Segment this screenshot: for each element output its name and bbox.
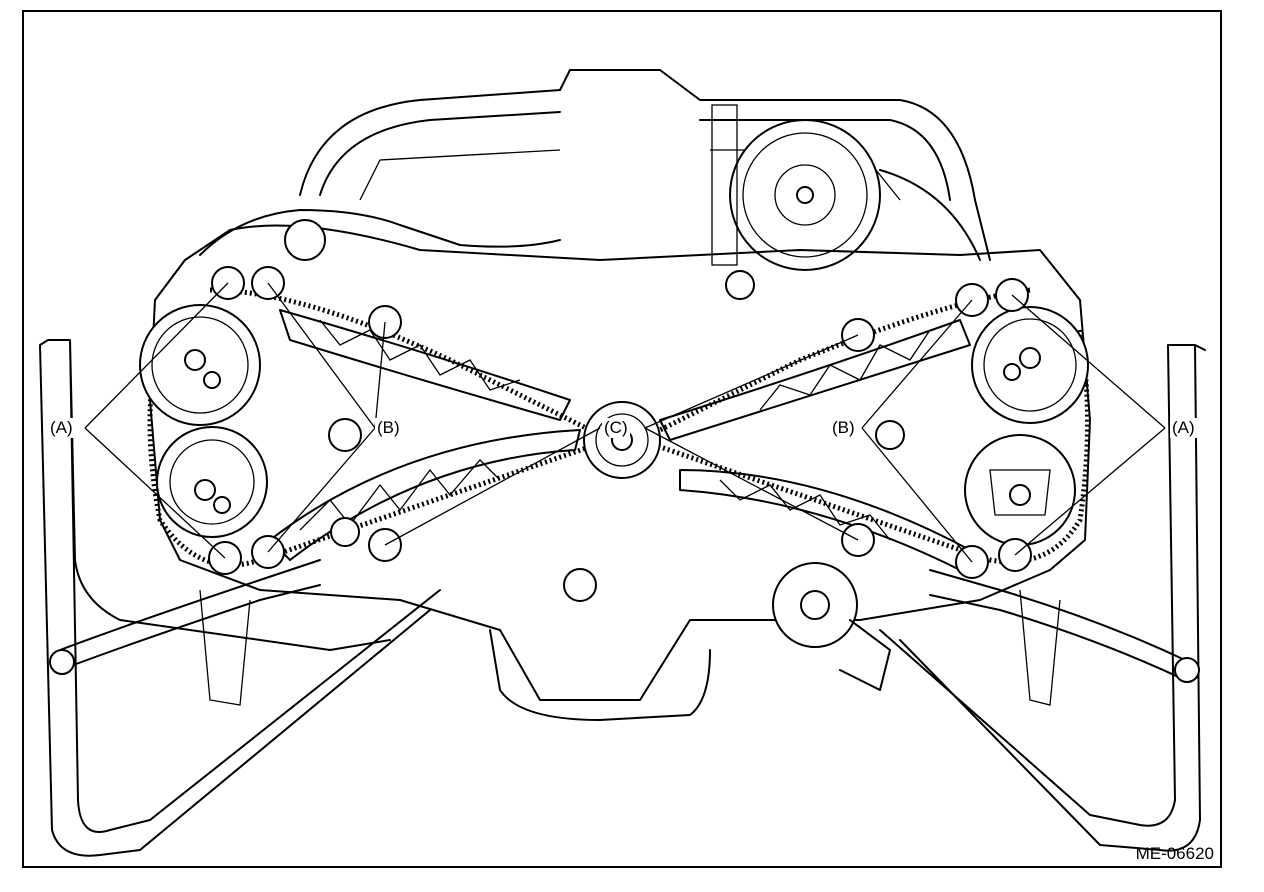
left-idler-pulley — [284, 219, 326, 261]
right-intake-cam-bolt-2 — [1003, 363, 1021, 381]
figure-id: ME-06620 — [1135, 844, 1214, 863]
leader-lines — [84, 282, 1166, 563]
right-lower-guide-truss — [719, 479, 891, 541]
left-pipe-end — [49, 649, 75, 675]
callout-a-right: (A) — [1170, 418, 1197, 438]
engine-block — [149, 224, 1091, 701]
figure-frame — [22, 10, 1222, 868]
block-skirt — [199, 589, 1061, 706]
leader-line-b-left — [267, 282, 386, 553]
left-block-boss — [328, 418, 362, 452]
left-exhaust-cam-bolt-2 — [213, 496, 231, 514]
callout-b-left: (B) — [375, 418, 402, 438]
right-intake-cam-inner — [983, 318, 1077, 412]
ac-bracket — [711, 104, 738, 266]
right-intake-cam-bolt — [1019, 347, 1041, 369]
leader-line-c — [384, 334, 859, 546]
ac-compressor-ring — [742, 132, 868, 258]
left-exhaust-pipe — [39, 339, 441, 857]
leader-line-a-left — [84, 282, 229, 559]
left-intake-cam-inner — [151, 316, 249, 414]
left-lower-guide-truss — [299, 459, 501, 531]
left-intake-cam-bolt-2 — [203, 371, 221, 389]
left-intake-cam-bolt — [184, 349, 206, 371]
right-pipe-end — [1174, 657, 1200, 683]
water-pump-outlet — [839, 619, 891, 691]
left-upper-guide-truss — [319, 319, 521, 391]
lower-idler-pulley — [563, 568, 597, 602]
ac-compressor-bolt — [796, 186, 814, 204]
left-crossover-pipe — [59, 559, 321, 671]
callout-b-right: (B) — [830, 418, 857, 438]
right-coolant-hose — [879, 169, 981, 261]
left-exhaust-cam-inner — [169, 439, 255, 525]
left-exhaust-cam-bolt — [194, 479, 216, 501]
right-lower-chain-guide — [679, 469, 971, 571]
ac-compressor-hub — [774, 164, 836, 226]
water-pump-hub — [800, 590, 830, 620]
right-crossover-pipe — [929, 569, 1186, 681]
leader-line-a-right — [1011, 294, 1166, 556]
right-upper-guide-truss — [759, 329, 931, 411]
leader-line-b-right — [861, 299, 973, 563]
right-exhaust-cam-bolt — [1009, 484, 1031, 506]
left-block-boss-2 — [330, 517, 360, 547]
right-upper-chain-guide — [659, 319, 971, 441]
oil-pan — [489, 629, 711, 721]
left-upper-chain-guide — [279, 309, 571, 421]
coolant-hose — [199, 209, 561, 256]
callout-c-center: (C) — [602, 418, 630, 438]
right-exhaust-cam-lobe — [989, 469, 1051, 516]
center-idler-pulley — [725, 270, 755, 300]
right-block-boss — [875, 420, 905, 450]
intake-manifold — [299, 69, 991, 261]
crankshaft-sprocket-inner — [595, 413, 649, 467]
right-exhaust-pipe — [879, 344, 1206, 852]
callout-a-left: (A) — [48, 418, 75, 438]
